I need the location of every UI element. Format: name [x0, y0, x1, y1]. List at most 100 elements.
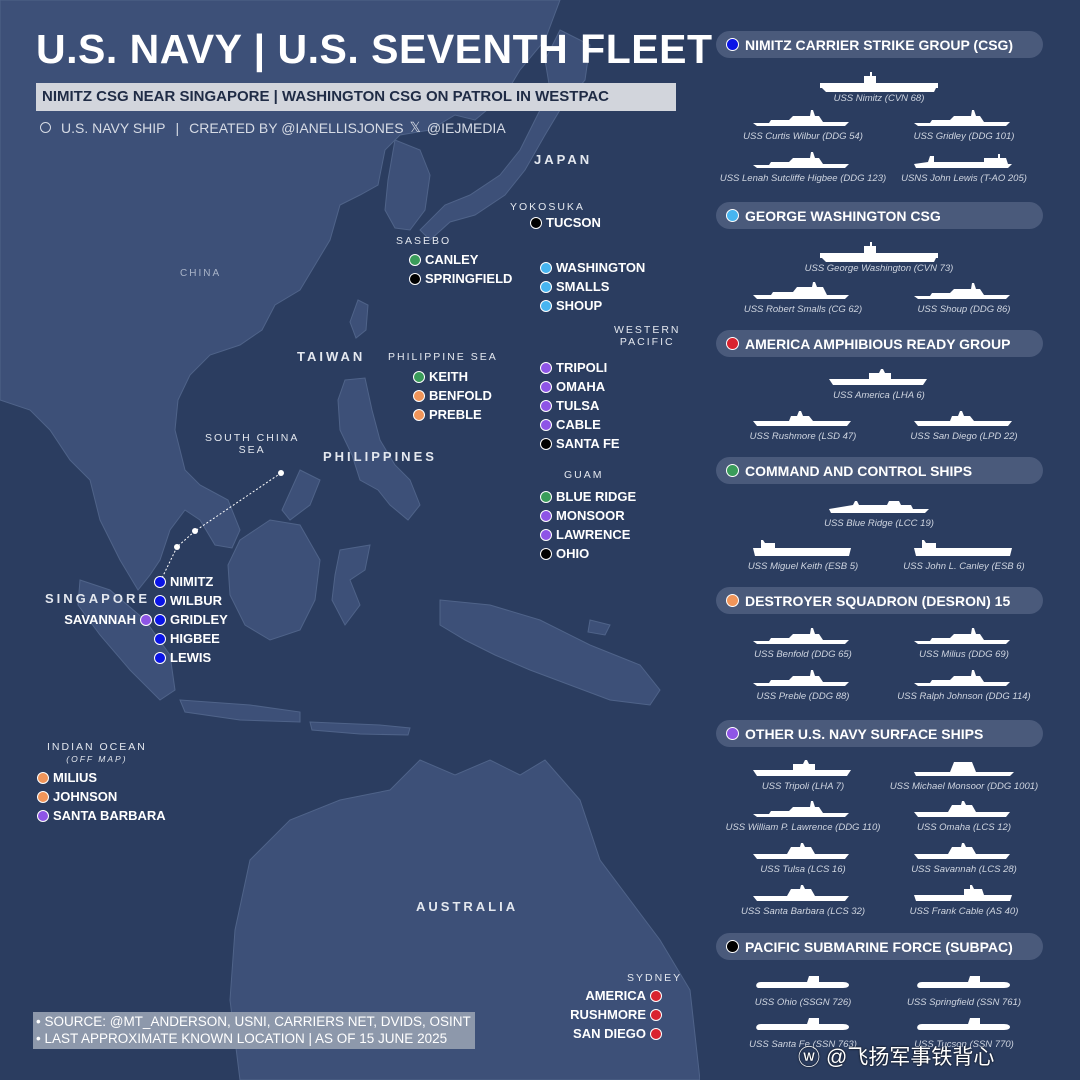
ship-silhouette-icon — [753, 628, 849, 644]
ship-entry: USS George Washington (CVN 73) — [784, 240, 974, 274]
ship-caption: USS William P. Lawrence (DDG 110) — [725, 822, 881, 833]
map-ship-marker: BENFOLD — [413, 386, 492, 405]
region-japan: JAPAN — [534, 152, 593, 167]
landmass-australia — [229, 759, 700, 1080]
map-ship-label: CANLEY — [425, 252, 479, 267]
map-ship-label: SAVANNAH — [64, 612, 136, 627]
ship-silhouette-icon — [753, 152, 849, 168]
ship-color-dot — [37, 790, 49, 803]
ship-color-dot — [37, 771, 49, 784]
credits-handle: @IEJMEDIA — [426, 119, 506, 136]
map-ship-label: SHOUP — [556, 298, 603, 313]
map-ship-marker: SANTA FE — [540, 434, 620, 453]
ship-silhouette-icon — [829, 369, 927, 385]
ship-silhouette-icon — [914, 283, 1010, 299]
region-philippines: PHILIPPINES — [323, 449, 437, 464]
map-ship-marker: RUSHMORE — [560, 1005, 662, 1024]
ship-caption: USS Savannah (LCS 28) — [911, 864, 1017, 875]
ship-entry: USS Nimitz (CVN 68) — [784, 70, 974, 104]
ship-entry: USS Savannah (LCS 28) — [869, 841, 1059, 875]
map-ship-label: AMERICA — [585, 988, 646, 1003]
ship-caption: USS Lenah Sutcliffe Higbee (DDG 123) — [719, 173, 887, 184]
ships-yokosuka: TUCSON — [530, 213, 601, 232]
ship-caption: USS San Diego (LPD 22) — [910, 431, 1018, 442]
section-header-csg: NIMITZ CARRIER STRIKE GROUP (CSG) — [716, 31, 1043, 58]
region-guam: GUAM — [564, 469, 604, 481]
ship-caption: USNS John Lewis (T-AO 205) — [901, 173, 1027, 184]
ship-color-dot — [530, 216, 542, 229]
ship-color-dot — [650, 1008, 662, 1021]
ship-caption: USS Benfold (DDG 65) — [754, 649, 852, 660]
ship-silhouette-icon — [914, 801, 1010, 817]
map-ship-label: WILBUR — [170, 593, 222, 608]
map-ship-label: KEITH — [429, 369, 468, 384]
legend-label: U.S. NAVY SHIP — [61, 119, 166, 136]
ship-color-dot — [140, 613, 152, 626]
gw-color-dot — [726, 209, 739, 222]
map-ship-marker: WASHINGTON — [540, 258, 645, 277]
ship-entry: USS San Diego (LPD 22) — [869, 408, 1059, 442]
ships-savannah: SAVANNAH — [60, 610, 152, 629]
ship-entry: USS Rushmore (LSD 47) — [708, 408, 898, 442]
nimitz-track — [161, 470, 284, 579]
ship-color-dot — [540, 509, 552, 522]
landmass-asia — [0, 0, 561, 591]
ship-entry: USS Curtis Wilbur (DDG 54) — [708, 108, 898, 142]
ship-color-dot — [540, 380, 552, 393]
section-header-gw: GEORGE WASHINGTON CSG — [716, 202, 1043, 229]
ship-entry: USS Tucson (SSN 770) — [869, 1016, 1059, 1050]
arg-color-dot — [726, 337, 739, 350]
map-ship-marker: WILBUR — [154, 591, 228, 610]
ship-color-dot — [540, 437, 552, 450]
map-ship-label: OHIO — [556, 546, 590, 561]
ship-color-dot — [540, 299, 552, 312]
page-title: U.S. NAVY | U.S. SEVENTH FLEET — [36, 26, 713, 72]
map-ship-label: PREBLE — [429, 407, 482, 422]
map-ship-marker: OMAHA — [540, 377, 620, 396]
map-ship-label: MILIUS — [53, 770, 98, 785]
ship-caption: USS Tulsa (LCS 16) — [760, 864, 846, 875]
region-sasebo: SASEBO — [396, 235, 452, 247]
ship-caption: USS Tripoli (LHA 7) — [761, 781, 845, 792]
map-ship-label: HIGBEE — [170, 631, 220, 646]
map-ship-label: GRIDLEY — [170, 612, 228, 627]
map-ship-marker: SANTA BARBARA — [37, 806, 166, 825]
ship-silhouette-icon — [753, 885, 849, 901]
landmass-sumatra — [77, 579, 176, 701]
map-ship-marker: SPRINGFIELD — [409, 269, 512, 288]
map-ship-marker: NIMITZ — [154, 572, 228, 591]
ship-silhouette-icon — [753, 411, 851, 426]
ship-color-dot — [540, 418, 552, 431]
region-western-pacific: WESTERN PACIFIC — [614, 324, 681, 348]
desron-color-dot — [726, 594, 739, 607]
ship-silhouette-icon — [914, 885, 1012, 901]
region-australia: AUSTRALIA — [416, 899, 519, 914]
region-china: CHINA — [180, 268, 222, 279]
map-ship-marker: KEITH — [413, 367, 492, 386]
ship-entry: USS Springfield (SSN 761) — [869, 974, 1059, 1008]
ship-silhouette-icon — [914, 540, 1012, 556]
ship-entry: USS William P. Lawrence (DDG 110) — [708, 799, 898, 833]
ship-caption: USS Nimitz (CVN 68) — [833, 93, 925, 104]
landmass-new-guinea — [439, 599, 661, 706]
map-ship-marker: SMALLS — [540, 277, 645, 296]
ship-silhouette-icon — [914, 762, 1014, 776]
map-ship-label: RUSHMORE — [570, 1007, 646, 1022]
ship-caption: USS Milius (DDG 69) — [919, 649, 1009, 660]
ship-silhouette-icon — [753, 670, 849, 686]
ship-caption: USS Rushmore (LSD 47) — [749, 431, 857, 442]
region-south-china-sea: SOUTH CHINA SEA — [205, 432, 300, 456]
map-ship-marker: SAVANNAH — [60, 610, 152, 629]
landmass-sulawesi — [331, 544, 371, 626]
ship-color-dot — [540, 361, 552, 374]
ship-entry: USS Milius (DDG 69) — [869, 626, 1059, 660]
landmass-taiwan — [349, 299, 369, 339]
ship-silhouette-icon — [753, 843, 849, 859]
map-ship-label: CABLE — [556, 417, 601, 432]
credits-author: CREATED BY @IANELLISJONES — [189, 119, 404, 136]
ship-caption: USS George Washington (CVN 73) — [804, 263, 954, 274]
ship-caption: USS Omaha (LCS 12) — [917, 822, 1011, 833]
